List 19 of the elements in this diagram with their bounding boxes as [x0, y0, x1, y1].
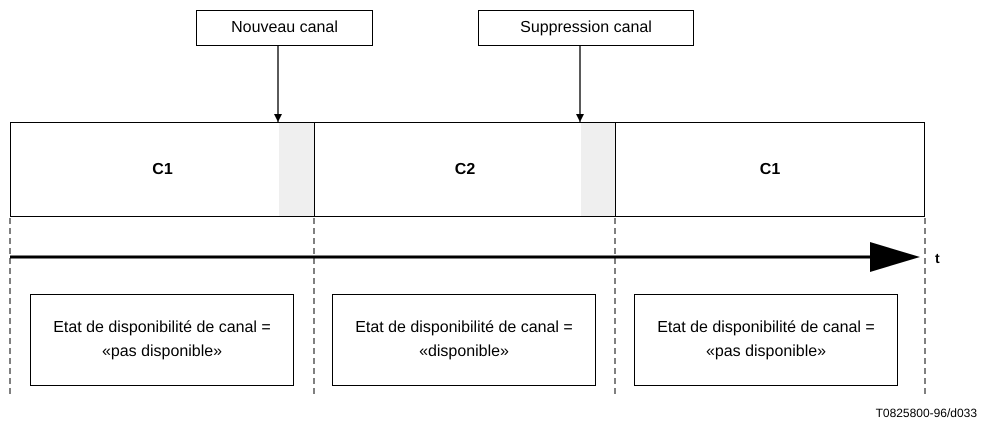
state-box	[30, 294, 294, 386]
node-text: Etat de disponibilité de canal = «pas disponible»	[656, 318, 876, 362]
node-text: C2	[454, 160, 476, 180]
node-text: Suppression canal	[520, 18, 652, 38]
shaded-region	[279, 123, 314, 216]
node-text: Nouveau canal	[231, 18, 338, 38]
shaded-region	[581, 123, 615, 216]
node-text: Etat de disponibilité de canal = «pas disponible»	[52, 318, 272, 362]
axis-label: t	[935, 249, 940, 268]
event-box	[478, 10, 694, 46]
arrow	[576, 46, 584, 122]
event-box	[196, 10, 373, 46]
figure-reference: T0825800-96/d033	[876, 405, 977, 422]
node-text: Etat de disponibilité de canal = «disponible»	[354, 318, 574, 362]
node-text: C1	[760, 160, 780, 180]
node-text: C1	[152, 160, 173, 180]
arrow	[274, 46, 282, 122]
state-box	[332, 294, 596, 386]
state-box	[634, 294, 898, 386]
